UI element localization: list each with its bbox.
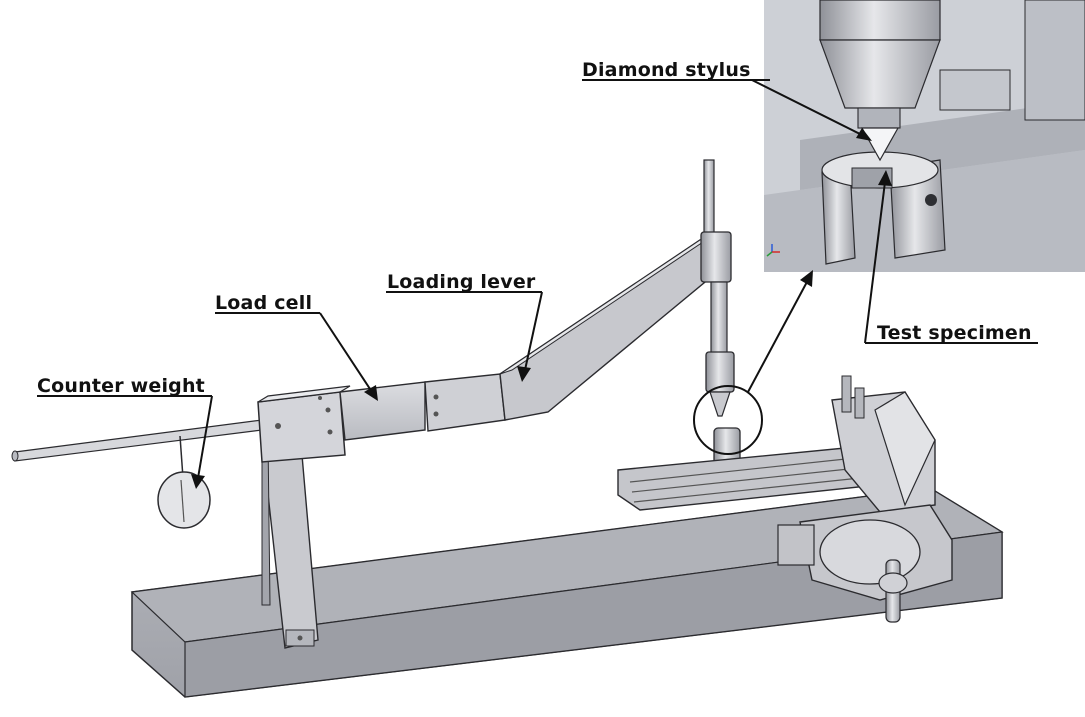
loading-lever (339, 235, 723, 441)
vice (777, 375, 953, 623)
counter-weight-rod (11, 419, 263, 462)
load-cell (257, 385, 351, 463)
leader-lines (37, 79, 1038, 489)
label-load-cell: Load cell (215, 292, 312, 314)
stylus-holder (700, 159, 741, 469)
label-diamond-stylus: Diamond stylus (582, 59, 751, 81)
magnify-circle (693, 385, 763, 455)
label-test-specimen: Test specimen (877, 322, 1032, 344)
inset-detail-view (764, 0, 1085, 272)
label-loading-lever: Loading lever (387, 271, 536, 293)
sliding-table (617, 447, 869, 511)
label-counter-weight: Counter weight (37, 375, 205, 397)
